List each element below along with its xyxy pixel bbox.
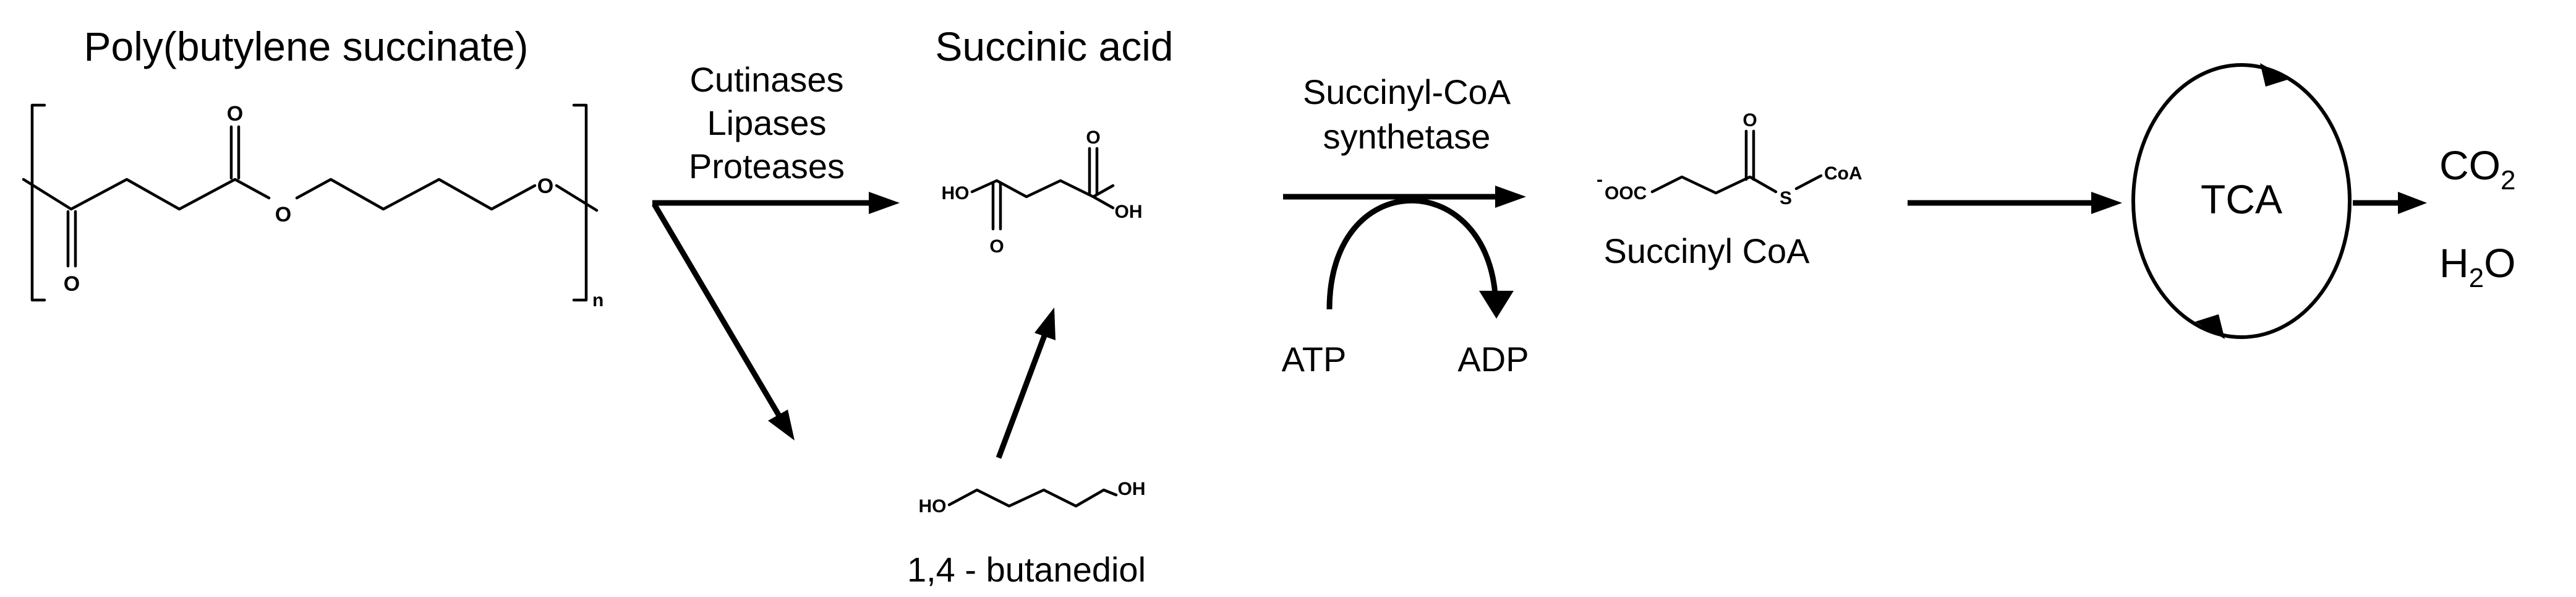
tca-cycle: TCA xyxy=(2131,63,2352,339)
sc-carboxylate: OOC xyxy=(1605,183,1647,204)
succinyl-coa-structure: - OOC O S CoA xyxy=(1597,110,1862,208)
pbs-repeat-unit-structure: n O O O O xyxy=(22,102,603,311)
to-tca-arrow xyxy=(1908,192,2122,214)
hydrolysis-arrow-right xyxy=(652,192,900,214)
succinyl-coa-label: Succinyl CoA xyxy=(1603,231,1810,270)
succinic-acid-structure: HO OH O O xyxy=(942,127,1143,257)
ester-oxygen: O xyxy=(275,203,291,226)
butanediol-structure: HO OH xyxy=(919,479,1146,517)
atp-adp-curved-arrow xyxy=(1326,197,1514,319)
h2o-product: H2O xyxy=(2439,240,2516,293)
bd-chain xyxy=(947,488,1118,508)
carbonyl-oxygen-bottom: O xyxy=(64,272,80,296)
adp-label: ADP xyxy=(1457,340,1529,379)
pbs-backbone-right xyxy=(295,178,537,211)
co2-product: CO2 xyxy=(2439,142,2515,195)
butanediol-arrow-up xyxy=(996,307,1056,459)
pbs-backbone-end xyxy=(555,184,599,212)
sc-oxygen: O xyxy=(1742,110,1757,131)
sa-oxygen-top: O xyxy=(1086,127,1100,148)
repeat-subscript-n: n xyxy=(592,290,603,311)
pbs-backbone-left xyxy=(22,178,271,211)
polymer-name-label: Poly(butylene succinate) xyxy=(83,24,528,69)
enzyme-cutinases: Cutinases xyxy=(689,60,843,99)
bd-hydroxyl-left: HO xyxy=(919,496,947,517)
synthetase-arrow xyxy=(1283,186,1526,208)
synthetase-label-line1: Succinyl-CoA xyxy=(1303,72,1511,111)
sa-hydroxyl-left: HO xyxy=(942,183,970,204)
enzyme-lipases: Lipases xyxy=(707,103,826,142)
sa-c-oh-right xyxy=(1091,195,1115,210)
synthetase-label-line2: synthetase xyxy=(1323,117,1491,156)
sa-oxygen-bottom: O xyxy=(989,236,1004,257)
enzyme-proteases: Proteases xyxy=(689,147,845,186)
sa-hydroxyl-right: OH xyxy=(1115,202,1143,222)
tca-cycle-circle xyxy=(2131,63,2352,339)
tca-cycle-arrowhead-top xyxy=(2260,63,2289,87)
tca-cycle-arrowhead-bottom xyxy=(2195,314,2225,339)
bd-hydroxyl-right: OH xyxy=(1118,479,1146,499)
atp-label: ATP xyxy=(1282,340,1347,379)
left-bracket xyxy=(30,103,46,302)
tca-output-arrow xyxy=(2353,192,2427,214)
succinic-acid-label: Succinic acid xyxy=(935,24,1173,69)
tca-label: TCA xyxy=(2201,176,2282,222)
terminal-oxygen: O xyxy=(537,174,553,198)
sc-coa: CoA xyxy=(1824,163,1862,184)
butanediol-label: 1,4 - butanediol xyxy=(907,550,1146,589)
hydrolysis-arrow-down xyxy=(652,202,795,440)
carbonyl-oxygen-top: O xyxy=(227,102,243,126)
sc-chain xyxy=(1650,175,1778,195)
sc-sulfur: S xyxy=(1780,188,1792,208)
sc-charge: - xyxy=(1597,170,1603,190)
